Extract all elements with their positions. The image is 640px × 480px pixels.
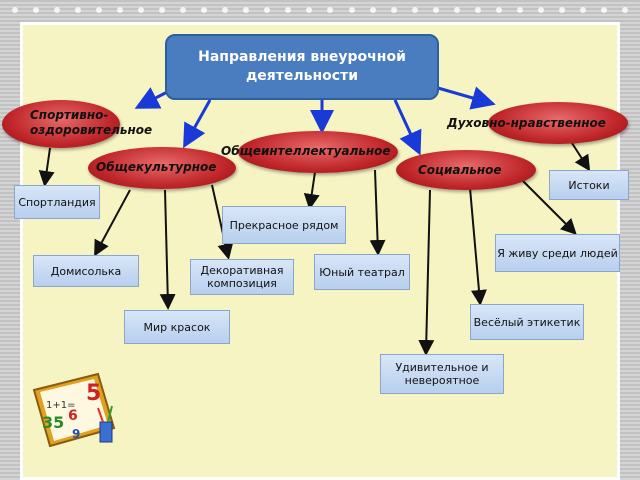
- svg-text:6: 6: [68, 408, 78, 424]
- program-istoki: Истоки: [549, 170, 629, 200]
- svg-text:1+1=: 1+1=: [46, 400, 75, 411]
- program-etiket: Весёлый этикетик: [470, 304, 584, 340]
- program-arrows: [38, 139, 591, 356]
- program-sportland: Спортландия: [14, 185, 100, 219]
- direction-spiritual-ellipse: [488, 102, 628, 144]
- program-dekor: Декоративная композиция: [190, 259, 294, 295]
- direction-social-ellipse: [396, 150, 536, 190]
- program-udivitelnoe: Удивительное и невероятное: [380, 354, 504, 394]
- frame-dots-top: [0, 0, 640, 20]
- direction-intellectual-ellipse: [238, 131, 398, 173]
- program-prekrasnoe: Прекрасное рядом: [222, 206, 346, 244]
- direction-intellectual-label: Общеинтеллектуальное: [221, 144, 391, 158]
- math-numbers-illustration: 1+1= 35 6 5 9: [32, 372, 116, 448]
- program-ya-zhivu: Я живу среди людей: [495, 234, 620, 272]
- diagram-title: Направления внеурочной деятельности: [165, 34, 439, 100]
- program-mir-krasok: Мир красок: [124, 310, 230, 344]
- direction-sport-label: Спортивно-оздоровительное: [30, 108, 153, 137]
- direction-social-label: Социальное: [418, 163, 502, 177]
- direction-cultural-ellipse: [88, 147, 236, 189]
- direction-sport-ellipse: [2, 100, 120, 148]
- direction-cultural-label: Общекультурное: [96, 160, 217, 174]
- svg-text:5: 5: [86, 381, 101, 406]
- program-teatr: Юный театрал: [314, 254, 410, 290]
- svg-text:35: 35: [42, 413, 64, 432]
- svg-text:9: 9: [72, 427, 80, 441]
- program-domisolka: Домисолька: [33, 255, 139, 287]
- direction-spiritual-label: Духовно-нравственное: [447, 116, 606, 130]
